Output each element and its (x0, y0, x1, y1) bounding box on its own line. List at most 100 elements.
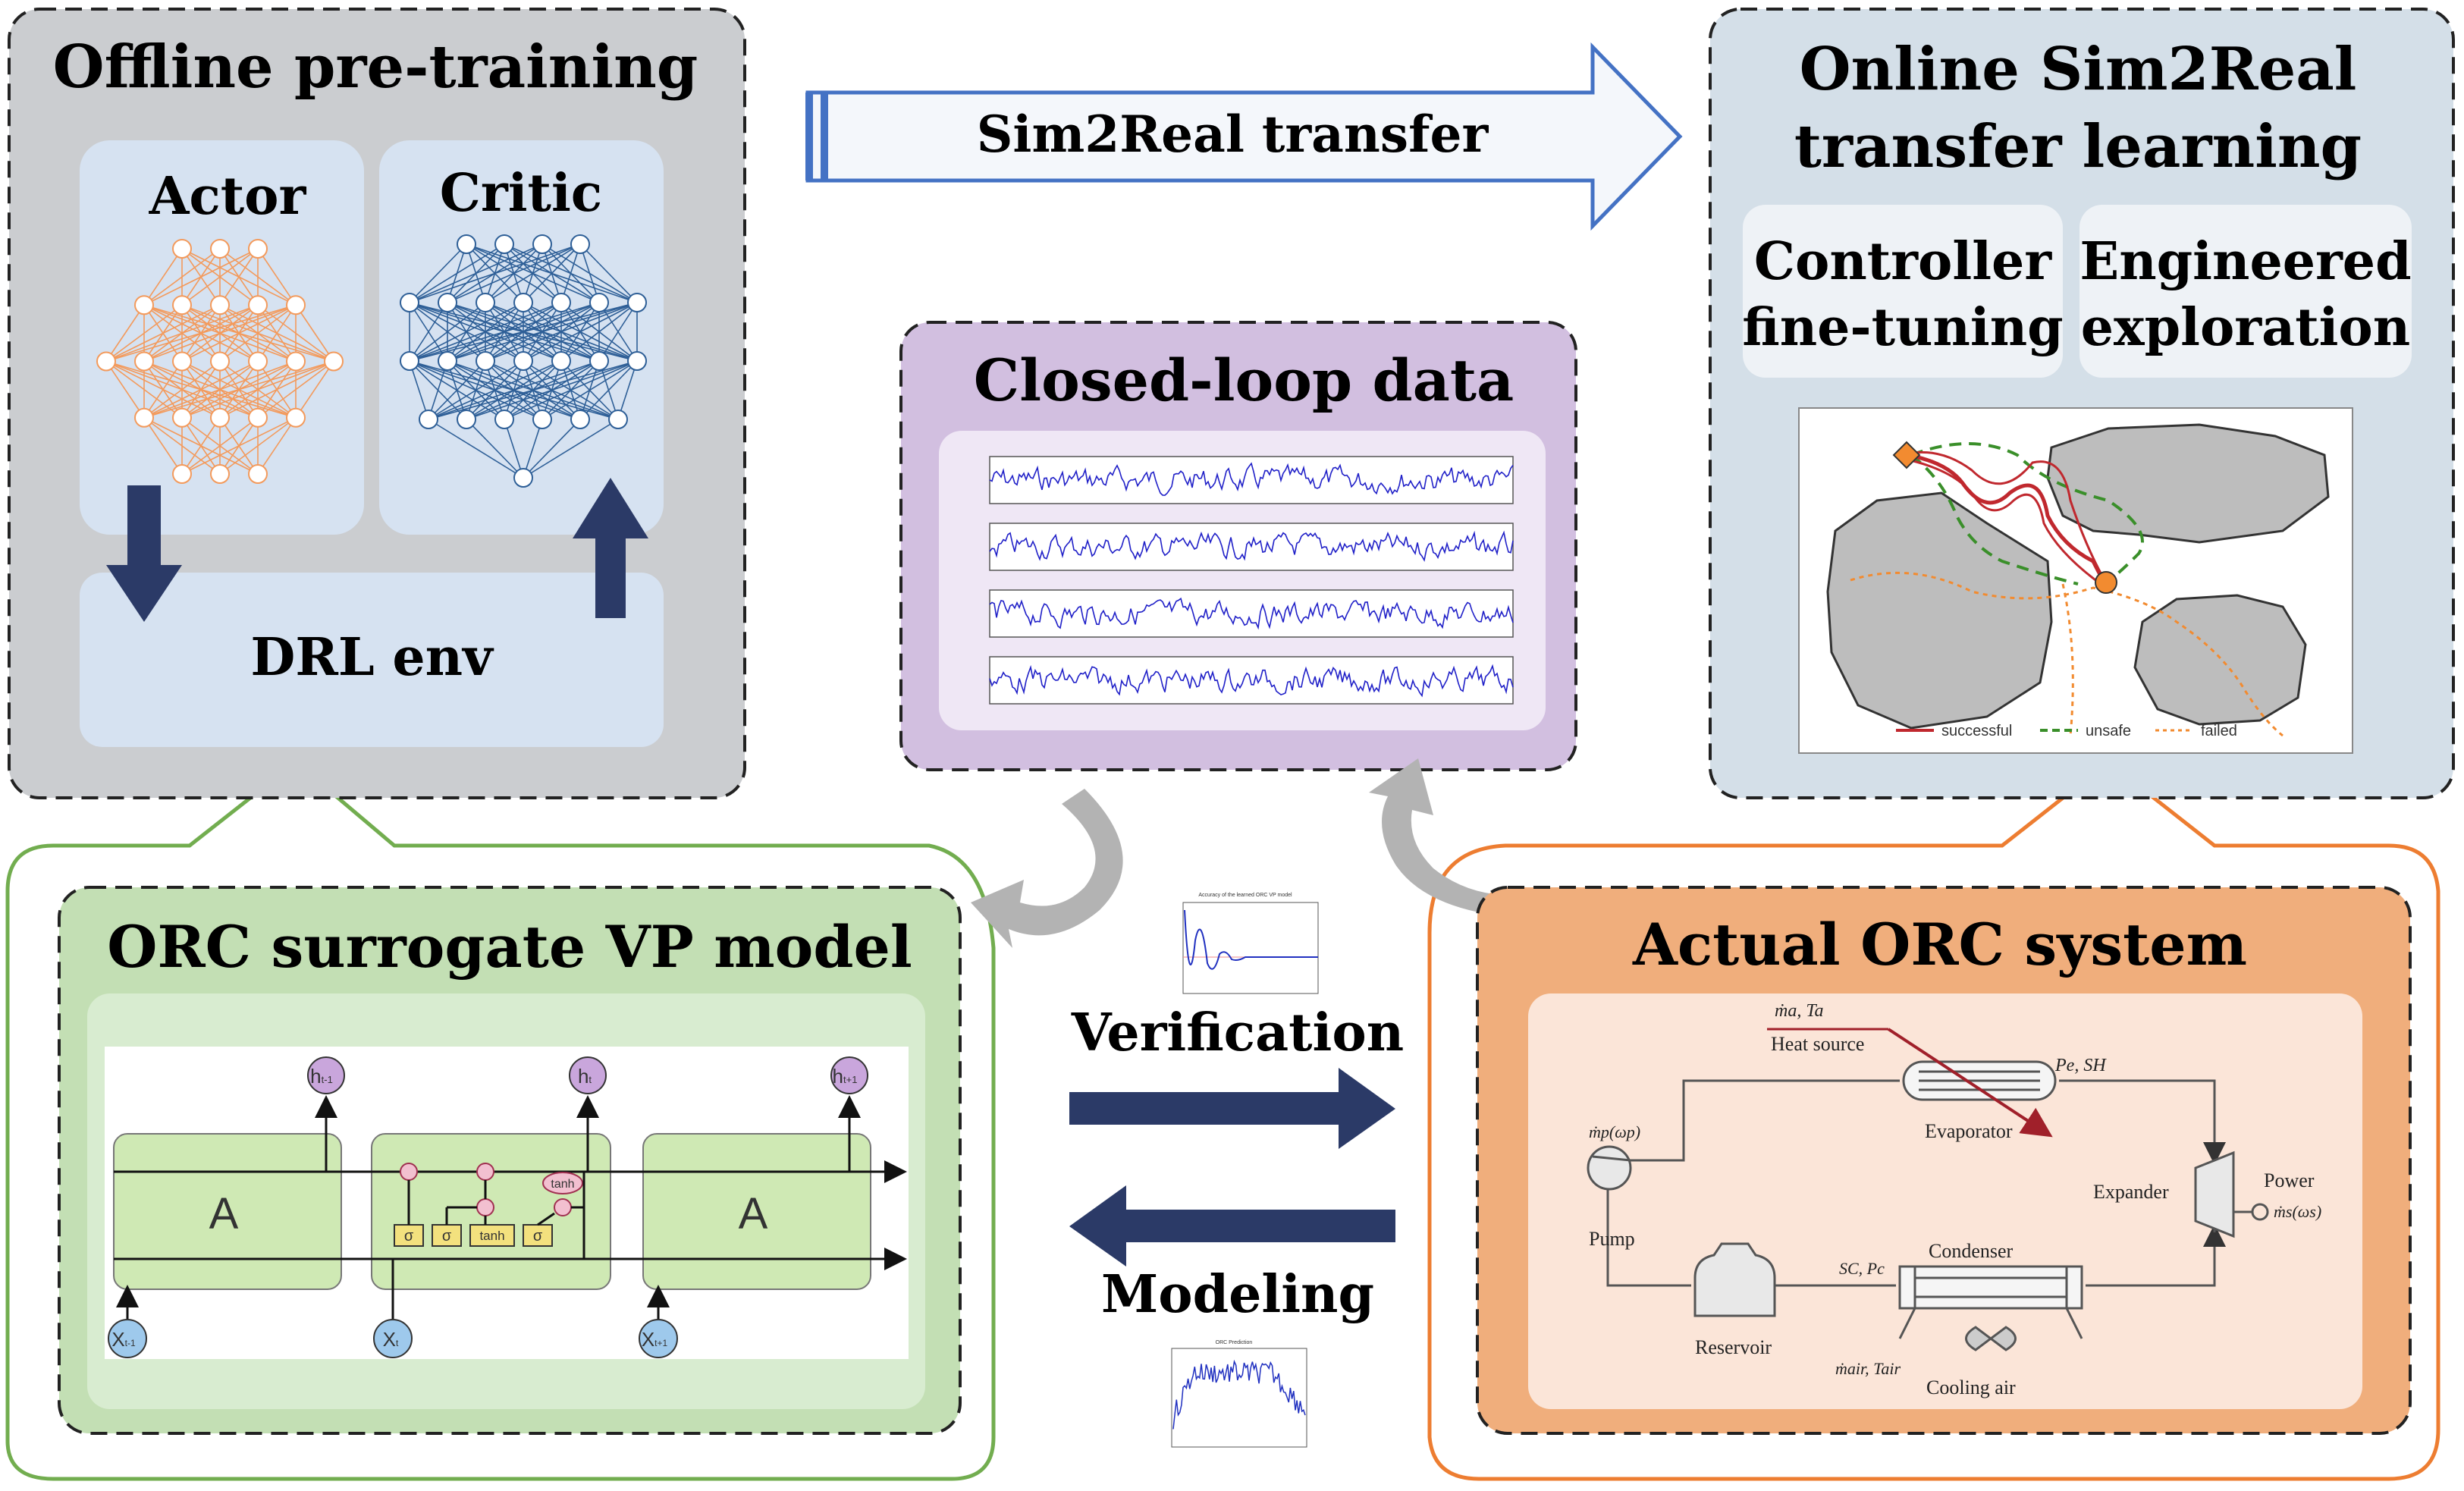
net-edge (504, 360, 638, 420)
net-node (324, 351, 344, 372)
net-node (210, 351, 230, 372)
lstm-diagram: A A σ σ tanh σ tanh (108, 1056, 907, 1358)
net-edge (181, 417, 259, 475)
net-edge (466, 360, 638, 420)
exploration-line1: Engineered (2079, 231, 2411, 292)
orc-surrogate-panel: ORC surrogate VP model A A σ σ tanh σ (58, 886, 962, 1435)
prediction-plot-thumbnail: ORC Prediction (1153, 1335, 1316, 1467)
expander-label: Expander (2093, 1181, 2169, 1203)
gate-output (523, 1224, 553, 1247)
obstacle-bottom-right (2133, 594, 2307, 726)
accuracy-plot-thumbnail: Accuracy of the learned ORC VP model (1164, 887, 1327, 1012)
net-edge (485, 243, 581, 303)
net-node (532, 410, 552, 429)
prediction-plot-title: ORC Prediction (1216, 1340, 1253, 1345)
orc-schematic (1587, 1028, 2269, 1351)
net-edge (181, 304, 297, 363)
net-node (476, 293, 495, 312)
op-tanh (542, 1172, 583, 1194)
net-node (96, 351, 116, 372)
op-tanh-label: tanh (551, 1178, 574, 1191)
ms-label: ṁs(ωs) (2274, 1202, 2321, 1221)
op-add (476, 1163, 494, 1181)
net-edge (143, 360, 221, 419)
green-connector (5, 759, 996, 1481)
net-node (286, 295, 306, 315)
ma-ta-label: ṁa, Ta (1775, 1001, 1823, 1021)
condenser-label: Condenser (1929, 1240, 2014, 1262)
reservoir-label: Reservoir (1695, 1336, 1772, 1358)
net-node (551, 293, 571, 312)
net-node (210, 464, 230, 484)
net-edge (409, 243, 505, 303)
net-node (589, 293, 609, 312)
net-edge (105, 304, 221, 363)
net-node (419, 410, 438, 429)
net-edge (181, 248, 259, 306)
hidden-node-2 (569, 1056, 607, 1094)
net-edge (219, 304, 297, 363)
curved-arrow-left (971, 789, 1123, 948)
mair-label: ṁair, Tair (1835, 1359, 1901, 1378)
hidden-node-1 (307, 1056, 345, 1094)
net-node (532, 234, 552, 254)
net-node (476, 351, 495, 371)
net-edge (105, 361, 145, 419)
net-edge (105, 304, 145, 362)
down-arrow (106, 485, 182, 622)
net-edge (428, 360, 638, 420)
modeling-label: Modeling (1101, 1264, 1374, 1325)
net-edge (143, 361, 183, 419)
net-node (172, 351, 192, 372)
net-edge (579, 360, 638, 420)
net-node (248, 295, 268, 315)
net-edge (295, 304, 334, 362)
net-edge (257, 304, 297, 362)
engineered-exploration-box (2079, 205, 2412, 378)
net-node (438, 351, 457, 371)
controller-finetuning-box (1743, 205, 2063, 378)
online-title-line1: Online Sim2Real (1800, 35, 2357, 104)
net-node (438, 293, 457, 312)
op-mult-1 (400, 1163, 418, 1181)
net-edge (598, 302, 638, 362)
net-edge (409, 243, 467, 303)
sim2real-label: Sim2Real transfer (977, 105, 1489, 164)
net-edge (579, 243, 600, 303)
timeseries-subplot (989, 656, 1514, 705)
net-node (248, 464, 268, 484)
unsafe-path (1910, 442, 2144, 585)
actual-orc-panel: Actual ORC system (1476, 886, 2412, 1435)
hidden-label-3: ht+1 (833, 1065, 858, 1088)
mp-label: ṁp(ωp) (1589, 1122, 1640, 1141)
net-edge (219, 417, 297, 475)
net-node (400, 351, 419, 371)
net-node (172, 407, 192, 428)
net-edge (409, 360, 429, 420)
drl-env-label: DRL env (250, 627, 494, 688)
net-edge (181, 360, 334, 419)
net-node (286, 351, 306, 372)
condenser-shape (1898, 1265, 2083, 1310)
net-edge (105, 304, 183, 363)
net-edge (105, 304, 259, 363)
heat-source-label: Heat source (1771, 1033, 1864, 1055)
start-marker (1892, 441, 1921, 469)
net-edge (428, 360, 524, 420)
net-edge (143, 248, 259, 306)
pe-sh-label: Pe, SH (2054, 1056, 2107, 1075)
net-edge (428, 360, 600, 420)
net-edge (504, 419, 524, 479)
offline-title: Offline pre-training (53, 33, 698, 102)
net-edge (409, 302, 562, 362)
surrogate-title: ORC surrogate VP model (107, 913, 912, 981)
hidden-label-1: ht-1 (310, 1065, 333, 1088)
net-edge (257, 360, 334, 419)
center-section: Accuracy of the learned ORC VP model Ver… (1069, 887, 1404, 1467)
net-edge (143, 248, 221, 306)
orc-labels: ṁa, Ta Heat source Pe, SH Evaporator ṁp(… (1589, 1001, 2321, 1398)
controller-line1: Controller (1754, 231, 2052, 292)
net-edge (143, 360, 259, 419)
gate-output-label: σ (533, 1228, 543, 1245)
net-node (172, 239, 192, 259)
